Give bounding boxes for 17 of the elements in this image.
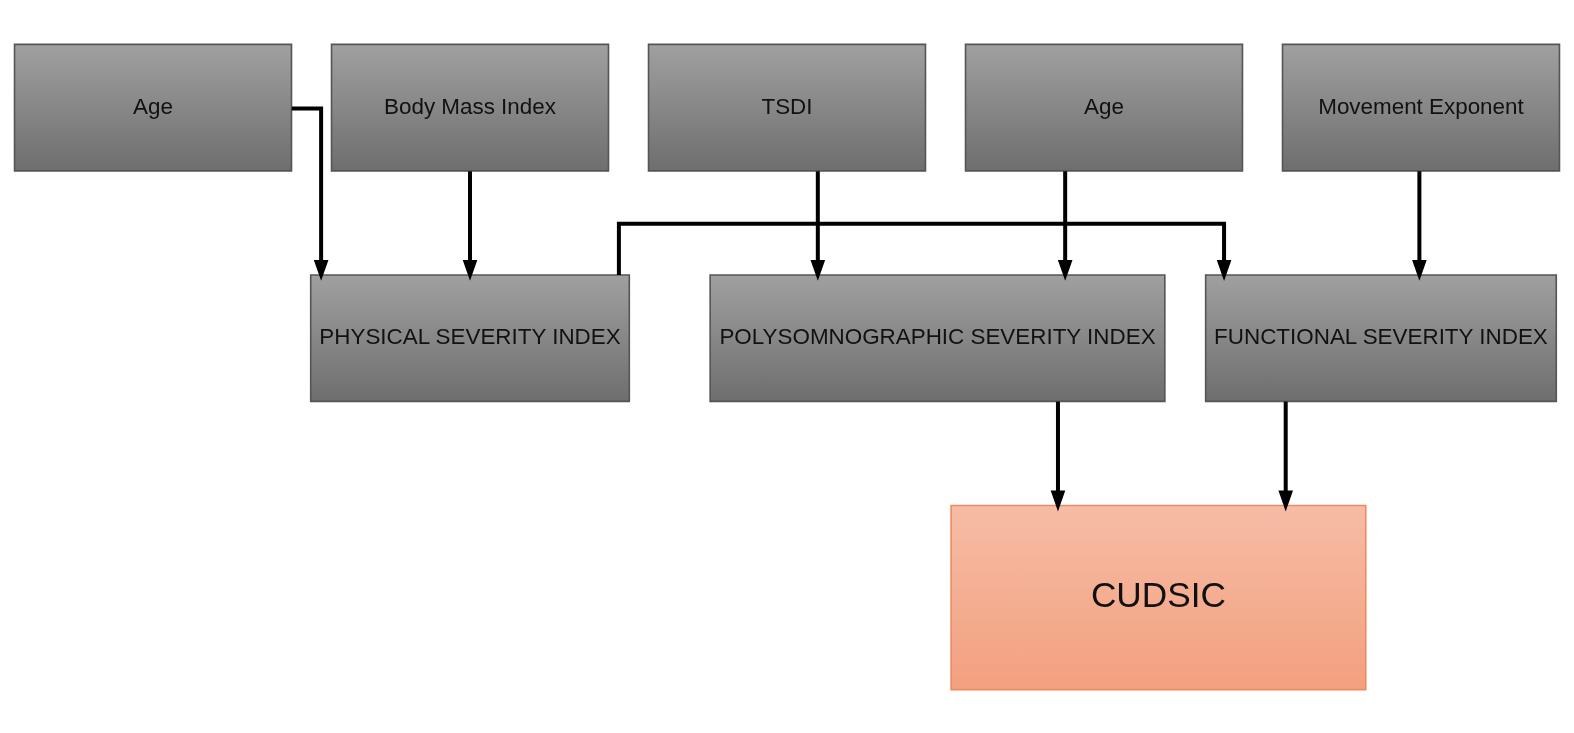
node-box: POLYSOMNOGRAPHIC SEVERITY INDEX (709, 273, 1166, 402)
node-box: Movement Exponent (1281, 43, 1561, 172)
arrow (1057, 170, 1073, 281)
node-box: PHYSICAL SEVERITY INDEX (309, 273, 631, 402)
arrow (291, 105, 329, 281)
node-box: TSDI (647, 43, 927, 172)
arrow (1050, 401, 1066, 511)
arrow (810, 170, 826, 281)
arrow (1412, 170, 1427, 281)
arrow (462, 170, 478, 281)
arrow (616, 221, 1232, 281)
node-box: Body Mass Index (330, 43, 610, 172)
node-box: Age (13, 43, 293, 172)
arrow (1278, 401, 1293, 511)
node-box: CUDSIC (950, 504, 1367, 690)
node-box: Age (964, 43, 1244, 172)
node-box: FUNCTIONAL SEVERITY INDEX (1204, 273, 1558, 402)
